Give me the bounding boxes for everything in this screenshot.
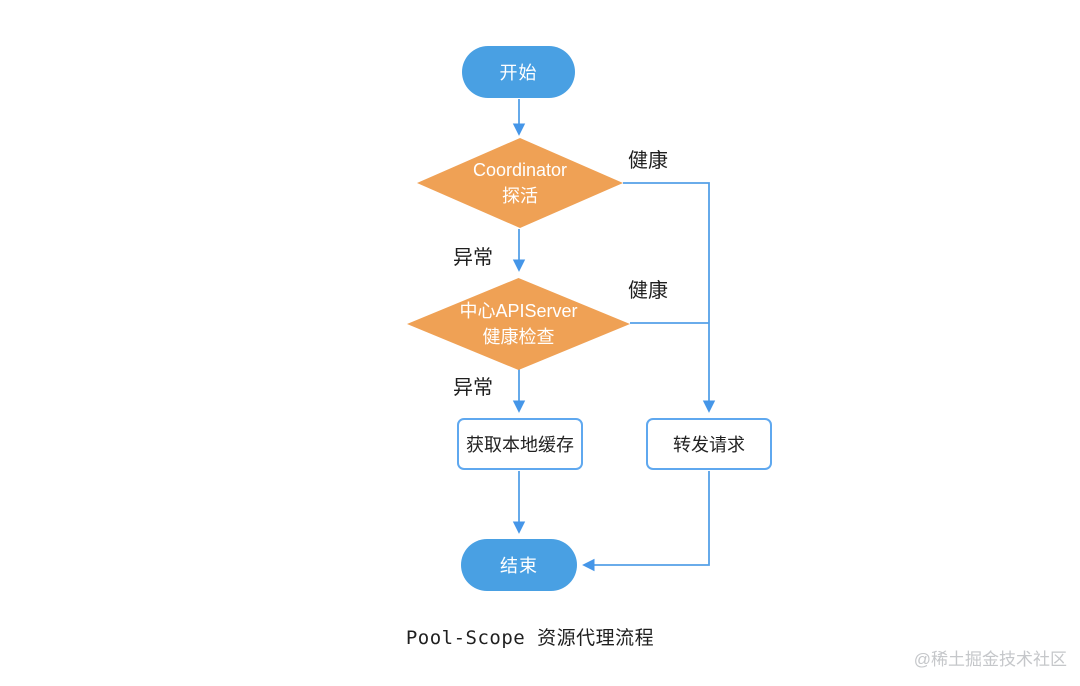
coordinator-decision-line2: 探活 [502,186,538,206]
edge-forward-to-end [582,471,710,572]
edge-coordinator-healthy-to-forward [623,182,716,413]
local-cache-label: 获取本地缓存 [466,435,574,455]
end-node: 结束 [461,539,577,591]
apiserver-decision-line2: 健康检查 [482,327,555,347]
edge-label-abnormal-top: 异常 [453,247,493,269]
forward-request-process-node: 转发请求 [646,418,772,470]
local-cache-process-node: 获取本地缓存 [457,418,583,470]
coordinator-decision-line1: Coordinator [472,160,568,180]
apiserver-decision-line1: 中心APIServer [459,301,578,321]
start-node: 开始 [462,46,575,98]
end-node-label: 结束 [500,556,538,576]
watermark-text: @稀土掘金技术社区 [913,650,1067,669]
forward-request-label: 转发请求 [673,435,745,455]
edge-label-healthy-top: 健康 [628,150,668,172]
start-node-label: 开始 [499,63,538,83]
diagram-caption: Pool-Scope 资源代理流程 [405,627,655,649]
edge-label-healthy-mid: 健康 [628,280,668,302]
edge-label-abnormal-bottom: 异常 [453,377,493,399]
